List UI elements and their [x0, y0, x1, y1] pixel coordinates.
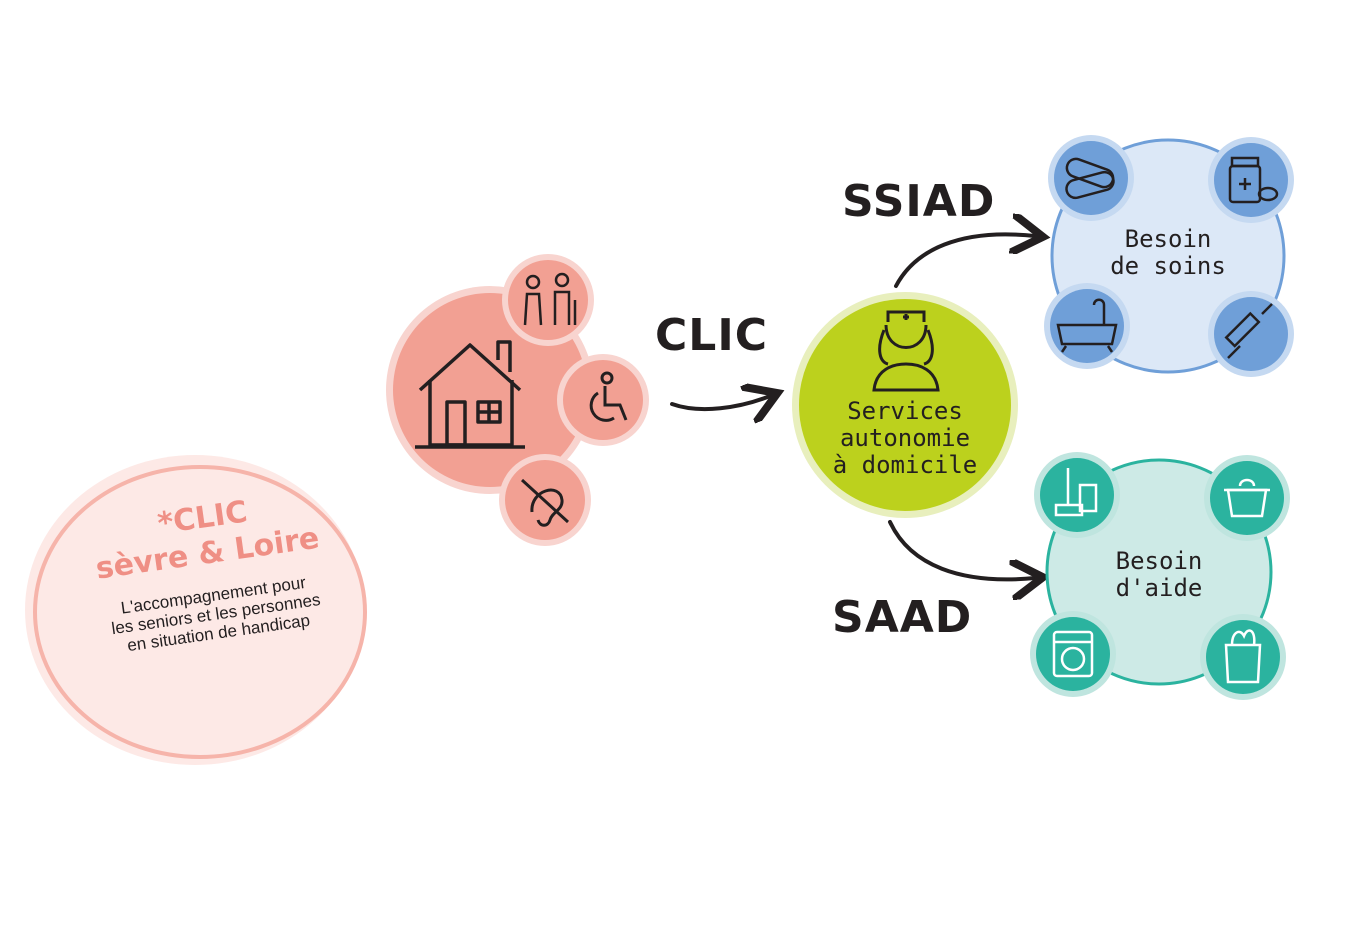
bandage-icon [1065, 157, 1115, 200]
syringe-icon [1224, 303, 1273, 359]
medicine-icon [1228, 156, 1279, 204]
center-node-line2: autonomie [839, 424, 971, 452]
bathtub-icon [1056, 298, 1118, 353]
saad-arrow [888, 520, 1035, 579]
home-cluster [386, 254, 649, 546]
help-node-line2: d'aide [1115, 574, 1203, 602]
saad-label: SAAD [832, 592, 973, 643]
center-node [792, 292, 1018, 518]
clic-note-badge [25, 455, 367, 765]
washing-machine-icon [1052, 630, 1094, 678]
clic-arrow [670, 396, 770, 409]
center-node-line1: Services [847, 397, 963, 425]
help-node-line1: Besoin [1115, 547, 1203, 575]
elderly-couple-icon [523, 272, 577, 326]
house-icon [415, 340, 525, 449]
center-node-label: Services autonomie à domicile [825, 398, 985, 479]
care-node-line1: Besoin [1124, 225, 1212, 253]
help-node [1030, 452, 1290, 700]
cleaning-icon [1054, 468, 1098, 517]
ssiad-arrow [894, 234, 1035, 288]
hearing-impaired-icon [520, 478, 570, 527]
care-node-line2: de soins [1110, 252, 1226, 280]
clic-label: CLIC [655, 310, 768, 361]
center-node-line3: à domicile [832, 451, 978, 479]
ssiad-label: SSIAD [842, 176, 996, 227]
care-node-label: Besoin de soins [1093, 226, 1243, 280]
cooking-pot-icon [1224, 478, 1270, 518]
nurse-icon [872, 310, 940, 392]
wheelchair-icon [589, 371, 628, 422]
help-node-label: Besoin d'aide [1084, 548, 1234, 602]
grocery-bag-icon [1224, 629, 1262, 684]
